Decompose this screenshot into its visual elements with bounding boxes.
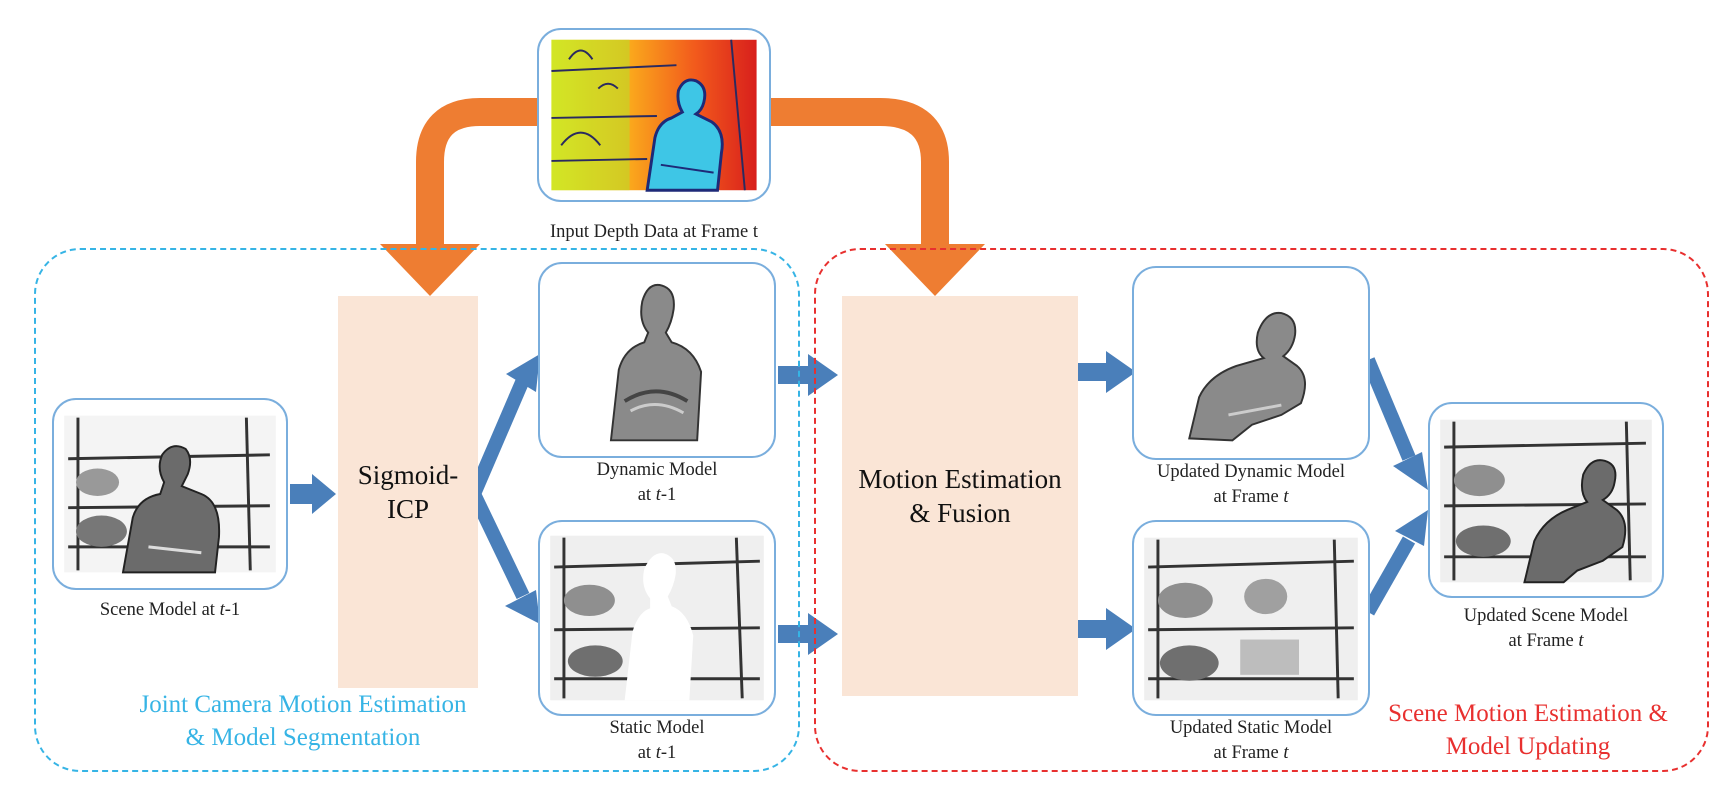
static-model-prev-graphic (550, 535, 764, 701)
static-model-prev-caption-line1: Static Model (609, 718, 705, 738)
dynamic-model-prev-caption-prefix: at (637, 485, 656, 505)
arrowhead-icp-to-static (505, 590, 540, 624)
updated-dynamic-model-card (1132, 266, 1370, 460)
dynamic-model-prev-caption-line2: at t-1 (538, 483, 776, 508)
static-model-prev-caption: Static Model at t-1 (538, 716, 776, 766)
arrow-scene-to-icp (290, 474, 336, 514)
arrowhead-dyn-to-scene (1393, 452, 1428, 490)
depth-map-graphic (551, 39, 757, 192)
dynamic-model-prev-caption-var: t (655, 485, 661, 505)
region-label-left: Joint Camera Motion Estimation & Model S… (102, 688, 504, 754)
arrow-icp-to-static-shaft (467, 490, 530, 600)
arrow-fusion-to-updated-dynamic (1076, 351, 1136, 393)
dynamic-model-prev-graphic (609, 283, 703, 442)
arrow-icp-to-dynamic-shaft (467, 377, 530, 497)
arrow-stat-to-scene-shaft (1361, 536, 1416, 616)
dynamic-model-prev-caption-line1: Dynamic Model (596, 460, 718, 480)
updated-dynamic-caption-var: t (1283, 487, 1289, 507)
static-model-prev-caption-prefix: at (637, 743, 656, 763)
scene-model-prev-card (52, 398, 288, 590)
updated-dynamic-model-caption: Updated Dynamic Model at Frame t (1132, 460, 1370, 510)
updated-static-caption-prefix: at Frame (1213, 743, 1284, 763)
updated-scene-caption-var: t (1578, 631, 1584, 651)
feedback-arrow-left (416, 98, 537, 248)
updated-scene-caption-prefix: at Frame (1508, 631, 1579, 651)
motion-estimation-fusion-block: Motion Estimation & Fusion (842, 296, 1078, 696)
updated-static-caption-line2: at Frame t (1132, 741, 1370, 766)
updated-dynamic-caption-line1: Updated Dynamic Model (1156, 462, 1346, 482)
feedback-arrow-right (771, 98, 949, 248)
updated-scene-caption-line2: at Frame t (1412, 629, 1680, 654)
updated-static-model-card (1132, 520, 1370, 716)
updated-scene-model-card (1428, 402, 1664, 598)
updated-static-caption-line1: Updated Static Model (1169, 718, 1333, 738)
dynamic-model-prev-caption-suffix: -1 (660, 485, 677, 505)
region-label-left-line1: Joint Camera Motion Estimation (139, 691, 467, 718)
arrow-fusion-to-updated-static (1076, 608, 1136, 650)
region-scene-motion (814, 248, 1709, 772)
region-label-right-line1: Scene Motion Estimation & (1388, 700, 1668, 727)
scene-model-prev-caption-text: Scene Model at (99, 600, 220, 620)
feedback-arrowhead-right (885, 244, 985, 296)
arrowhead-icp-to-dynamic (506, 354, 540, 392)
updated-scene-model-caption: Updated Scene Model at Frame t (1412, 604, 1680, 654)
updated-dynamic-model-graphic (1188, 311, 1306, 442)
scene-model-prev-caption-suffix: -1 (224, 600, 241, 620)
arrow-dynamic-to-fusion (778, 354, 838, 396)
dynamic-model-prev-card (538, 262, 776, 458)
input-depth-image (537, 28, 771, 202)
updated-scene-caption-line1: Updated Scene Model (1463, 606, 1629, 626)
input-depth-caption: Input Depth Data at Frame t (549, 222, 759, 242)
arrow-dyn-to-scene-shaft (1361, 357, 1416, 461)
updated-static-caption-var: t (1283, 743, 1289, 763)
region-joint-camera-motion (34, 248, 800, 772)
static-model-prev-caption-var: t (655, 743, 661, 763)
static-model-prev-card (538, 520, 776, 716)
updated-static-model-caption: Updated Static Model at Frame t (1132, 716, 1370, 766)
dynamic-model-prev-caption: Dynamic Model at t-1 (538, 458, 776, 508)
static-model-prev-caption-line2: at t-1 (538, 741, 776, 766)
feedback-arrowhead-left (380, 244, 480, 296)
scene-model-prev-graphic (64, 415, 276, 574)
scene-model-prev-caption-var: t (219, 600, 225, 620)
static-model-prev-caption-suffix: -1 (660, 743, 677, 763)
arrowhead-stat-to-scene (1395, 510, 1428, 546)
sigmoid-icp-block: Sigmoid- ICP (338, 296, 478, 688)
region-label-left-line2: & Model Segmentation (185, 724, 421, 751)
scene-model-prev-caption: Scene Model at t-1 (60, 598, 280, 623)
region-label-right-line2: Model Updating (1445, 733, 1611, 760)
updated-scene-model-graphic (1440, 419, 1652, 584)
arrow-static-to-fusion (778, 613, 838, 655)
region-label-right: Scene Motion Estimation & Model Updating (1368, 697, 1688, 763)
updated-static-model-graphic (1144, 537, 1358, 701)
updated-dynamic-caption-line2: at Frame t (1132, 485, 1370, 510)
updated-dynamic-caption-prefix: at Frame (1213, 487, 1284, 507)
